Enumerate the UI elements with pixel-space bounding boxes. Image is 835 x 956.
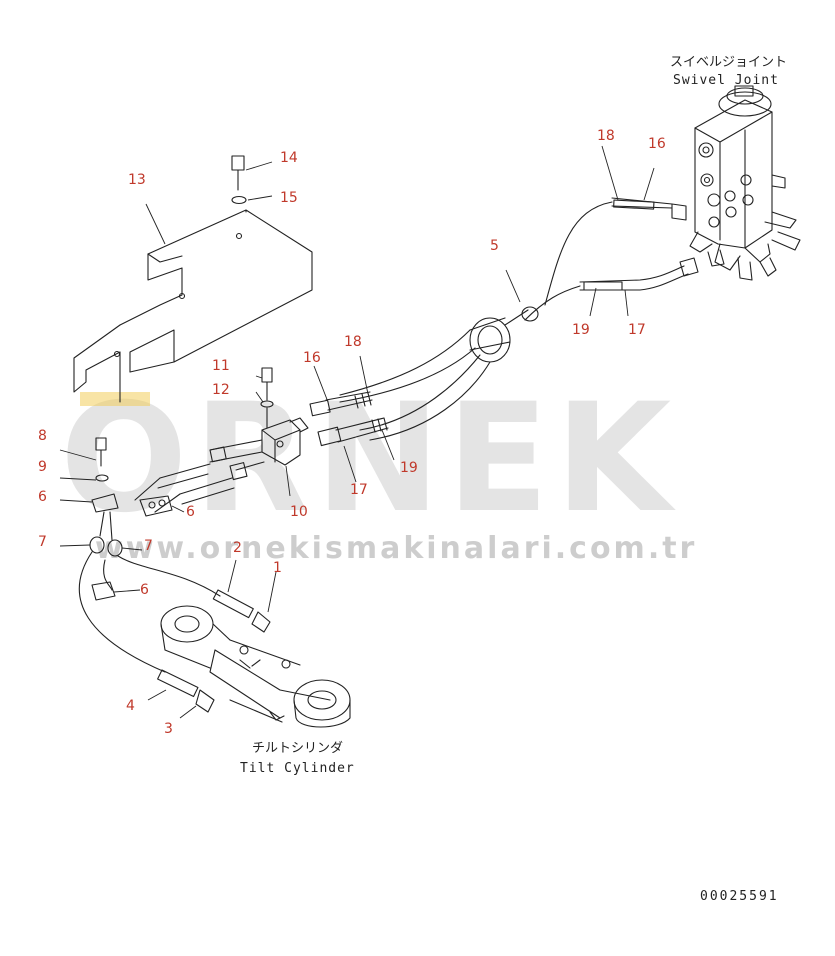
swivel-joint-drawing (689, 85, 801, 281)
watermark-accent (80, 392, 150, 406)
callout-11: 11 (212, 358, 230, 374)
watermark-url: www.ornekismakinalari.com.tr (95, 531, 697, 566)
swivel-joint-label-jp: スイベルジョイント (670, 55, 787, 70)
callout-18-lower: 18 (344, 334, 362, 350)
callout-1: 1 (273, 560, 282, 576)
tilt-cylinder-label-jp: チルトシリンダ (252, 741, 343, 756)
drawing-number: 00025591 (700, 889, 779, 904)
callout-3: 3 (164, 721, 173, 737)
swing-collar (469, 306, 539, 363)
callout-8: 8 (38, 428, 47, 444)
callout-6-right: 6 (186, 504, 195, 520)
callout-18-upper: 18 (597, 128, 615, 144)
short-hoses (134, 439, 265, 513)
callout-5: 5 (490, 238, 499, 254)
callout-7-left: 7 (38, 534, 47, 550)
callout-19-upper: 19 (572, 322, 590, 338)
callout-4: 4 (126, 698, 135, 714)
watermark-brand: ORNEK (60, 372, 677, 546)
cylinder-hoses (78, 551, 271, 713)
leader-lines (59, 145, 655, 719)
callout-16-upper: 16 (648, 136, 666, 152)
watermark: ORNEK www.ornekismakinalari.com.tr (60, 372, 697, 566)
callout-6-left: 6 (38, 489, 47, 505)
callout-7-right: 7 (144, 538, 153, 554)
long-hoses (309, 329, 491, 447)
callout-10: 10 (290, 504, 308, 520)
swivel-joint-label-en: Swivel Joint (673, 73, 779, 88)
upper-hoses (524, 197, 699, 321)
callout-16-lower: 16 (303, 350, 321, 366)
callout-12: 12 (212, 382, 230, 398)
callout-19-lower: 19 (400, 460, 418, 476)
callout-13: 13 (128, 172, 146, 188)
callout-6-bottom: 6 (140, 582, 149, 598)
callouts: 14 15 13 18 16 5 19 17 11 12 16 18 8 9 6… (38, 128, 666, 737)
component-labels: スイベルジョイント Swivel Joint チルトシリンダ Tilt Cyli… (240, 55, 787, 904)
callout-17-lower: 17 (350, 482, 368, 498)
callout-14: 14 (280, 150, 298, 166)
line-art (73, 85, 801, 728)
callout-2: 2 (233, 540, 242, 556)
tilt-cylinder-label-en: Tilt Cylinder (240, 761, 355, 776)
cover-plate (73, 155, 313, 403)
callout-17-upper: 17 (628, 322, 646, 338)
callout-9: 9 (38, 459, 47, 475)
tilt-cylinder-drawing (160, 605, 351, 728)
callout-15: 15 (280, 190, 298, 206)
